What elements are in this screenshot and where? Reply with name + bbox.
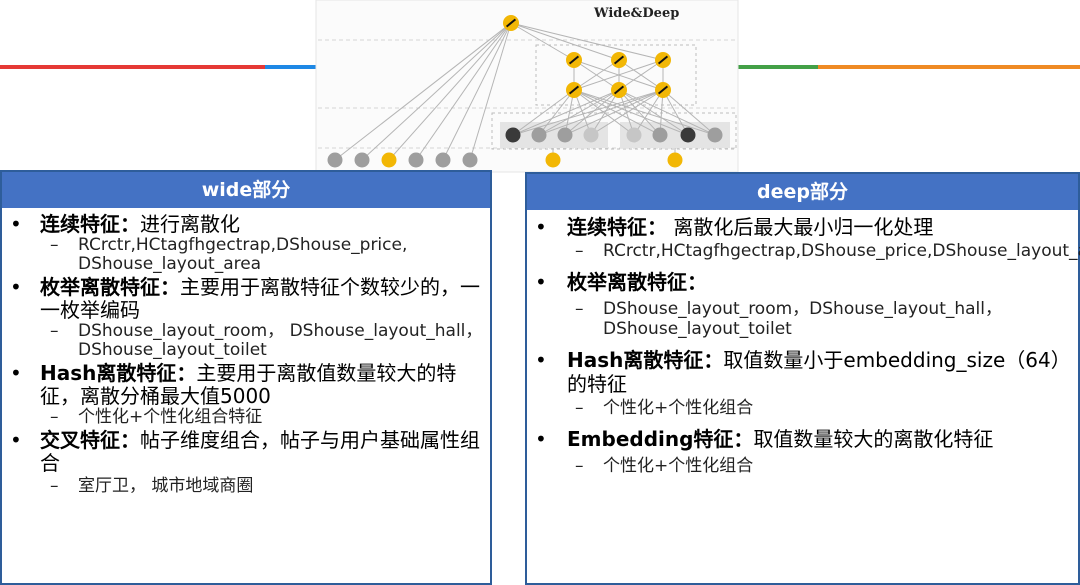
deep-item-text: 取值数量小于embedding_size（64）的特征 (567, 348, 1071, 396)
embedding-edge (618, 89, 689, 136)
wide-item-hash: Hash离散特征：主要用于离散值数量较大的特征，离散分桶最大值5000 (2, 362, 490, 408)
activation-mark (568, 55, 580, 65)
embedding-edge (564, 89, 620, 136)
wide-item-label: 连续特征： (40, 212, 140, 236)
embedding-node (557, 127, 573, 143)
deep-input-node (545, 152, 561, 168)
embedding-node (531, 127, 547, 143)
embedding-edge (573, 89, 716, 136)
deep-item-hash: Hash离散特征：取值数量小于embedding_size（64）的特征 (527, 348, 1078, 396)
deep-subitem: RCrctr,HCtagfhgectrap,DShouse_price,DSho… (527, 241, 1080, 261)
embedding-node (583, 127, 599, 143)
deep-item-label: 连续特征： (567, 215, 667, 239)
wide-edge (442, 22, 512, 161)
embedding-edge (573, 89, 635, 136)
activation-mark (657, 55, 669, 65)
deep-panel-header: deep部分 (527, 174, 1078, 210)
embedding-node (652, 127, 668, 143)
wide-edge (334, 22, 512, 161)
deep-item-label: Hash离散特征： (567, 348, 724, 372)
wide-input-node (408, 152, 424, 168)
wide-edge (361, 22, 512, 161)
embedding-node (680, 127, 696, 143)
hidden-edge (573, 59, 620, 91)
wide-item-text: 主要用于离散值数量较大的特征，离散分桶最大值5000 (40, 361, 457, 408)
embedding-edge (573, 89, 592, 136)
output-edge (510, 22, 575, 61)
wide-input-node (435, 152, 451, 168)
wide-item-cross: 交叉特征：帖子维度组合，帖子与用户基础属性组合 (2, 429, 490, 475)
deep-item-enum: 枚举离散特征： (527, 270, 1078, 294)
embedding-edge (590, 89, 620, 136)
hidden-edge (618, 59, 664, 91)
deep-item-text: 取值数量较大的离散化特征 (753, 427, 994, 451)
deep-input-node (667, 152, 683, 168)
wide-item-label: 交叉特征： (40, 428, 140, 452)
embedding-node (626, 127, 642, 143)
embedding-edge (538, 89, 664, 136)
embedding-edge (662, 89, 716, 136)
deep-item-embedding: Embedding特征：取值数量较大的离散化特征 (527, 427, 1078, 451)
diagram-title: Wide&Deep (593, 6, 679, 21)
embedding-edge (618, 89, 716, 136)
embedding-edge (538, 89, 575, 136)
activation-mark (657, 85, 669, 95)
wide-input-node (327, 152, 343, 168)
activation-mark (613, 85, 625, 95)
wide-input-node (462, 152, 478, 168)
wide-item-label: Hash离散特征： (40, 361, 197, 385)
embedding-edge (662, 89, 689, 136)
wide-panel-header: wide部分 (2, 172, 490, 208)
embedding-edge (573, 89, 689, 136)
embedding-edge (512, 89, 575, 136)
embedding-node (707, 127, 723, 143)
wide-and-deep-diagram: Wide&Deep (0, 0, 1080, 173)
deep-item-text: 离散化后最大最小归一化处理 (667, 215, 934, 239)
deep-panel: deep部分 连续特征： 离散化后最大最小归一化处理 RCrctr,HCtagf… (525, 172, 1080, 585)
wide-panel: wide部分 连续特征：进行离散化 RCrctr,HCtagfhgectrap,… (0, 170, 492, 585)
output-edge (510, 22, 664, 61)
wide-item-text: 帖子维度组合，帖子与用户基础属性组合 (40, 428, 480, 475)
deep-subitem: DShouse_layout_room，DShouse_layout_hall，… (527, 299, 1078, 339)
wide-item-enum: 枚举离散特征：主要用于离散特征个数较少的，一一枚举编码 (2, 276, 490, 322)
activation-mark (568, 85, 580, 95)
deep-item-label: Embedding特征： (567, 427, 754, 451)
wide-edge (415, 22, 512, 161)
activation-mark (505, 18, 517, 28)
wide-item-text: 进行离散化 (140, 212, 240, 236)
embedding-node (505, 127, 521, 143)
embedding-edge (512, 89, 664, 136)
wide-subitem: DShouse_layout_room， DShouse_layout_hall… (2, 322, 490, 360)
network-edges (334, 22, 716, 161)
network-nodes (327, 15, 723, 168)
activation-mark (613, 55, 625, 65)
wide-input-node (381, 152, 397, 168)
hidden-layers-box (535, 44, 697, 106)
deep-subitem: 个性化+个性化组合 (527, 398, 1078, 418)
embedding-edge (538, 89, 620, 136)
wide-edge (469, 22, 512, 161)
embedding-edge (573, 89, 661, 136)
wide-item-text: 主要用于离散特征个数较少的，一一枚举编码 (40, 275, 480, 322)
wide-input-node (354, 152, 370, 168)
deep-subitem: 个性化+个性化组合 (527, 456, 1078, 476)
embedding-edge (633, 89, 664, 136)
embedding-edge (564, 89, 664, 136)
wide-subitem: 室厅卫， 城市地域商圈 (2, 477, 490, 497)
wide-subitem: RCrctr,HCtagfhgectrap,DShouse_price, DSh… (2, 236, 490, 274)
hidden-edge (573, 59, 664, 91)
wide-subitem: 个性化+个性化组合特征 (2, 408, 490, 428)
deep-item-continuous: 连续特征： 离散化后最大最小归一化处理 (527, 215, 1078, 239)
embedding-edge (618, 89, 661, 136)
deep-item-label: 枚举离散特征： (567, 270, 707, 294)
wide-item-continuous: 连续特征：进行离散化 (2, 212, 490, 237)
wide-edge (388, 22, 512, 161)
embedding-edge (512, 89, 620, 136)
wide-item-label: 枚举离散特征： (40, 275, 180, 299)
output-edge (510, 22, 620, 61)
